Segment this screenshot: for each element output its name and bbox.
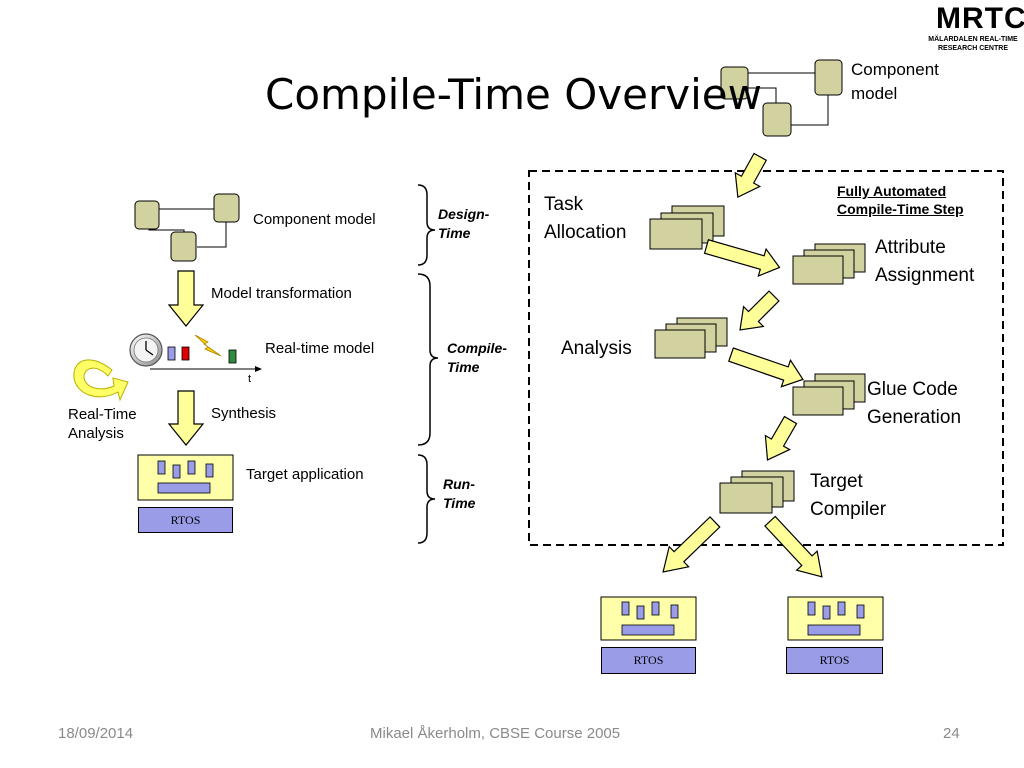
bottom-left-application-graphic: [600, 596, 697, 641]
flow-arrow-compiler-to-app-right: [764, 515, 823, 578]
synthesis-label: Synthesis: [211, 405, 277, 422]
bottom-left-rtos-box: RTOS: [601, 647, 696, 674]
task-bar: [167, 346, 176, 361]
flow-arrow-allocation-to-attribute: [703, 239, 781, 277]
label-line: Compile-Time Step: [837, 201, 964, 217]
realtime-model-graphic: [129, 333, 262, 372]
label-line: model: [851, 84, 898, 103]
label-line: Attribute: [875, 237, 946, 258]
time-axis-label: t: [248, 373, 252, 385]
label-line: Task: [544, 194, 584, 215]
logo-subtitle: MÄLARDALEN REAL-TIME RESEARCH CENTRE: [928, 35, 1018, 53]
logo-line-1: MÄLARDALEN REAL-TIME: [928, 36, 1018, 43]
curved-feedback-arrow: [73, 359, 129, 402]
bottom-right-application-graphic: [787, 596, 884, 641]
label-line: Time: [447, 359, 480, 375]
label-line: Compile-: [447, 340, 507, 356]
attribute-assignment-icon: [792, 243, 866, 285]
label-line: Generation: [867, 407, 962, 428]
compile-time-label: Compile- Time: [447, 339, 507, 377]
label-line: Assignment: [875, 265, 975, 286]
right-component-model-label: Component model: [851, 58, 939, 106]
lightning-icon: [194, 334, 222, 357]
left-component-model-label: Component model: [253, 211, 376, 228]
flow-arrow-model-to-allocation: [734, 152, 768, 199]
label-line: Time: [443, 495, 476, 511]
component-box: [814, 59, 843, 96]
automated-region: [528, 170, 1004, 546]
design-time-label: Design- Time: [438, 205, 489, 243]
flow-arrow-gluecode-to-compiler: [764, 415, 798, 461]
label-line: Design-: [438, 206, 490, 222]
analysis-icon: [654, 317, 728, 359]
task-allocation-label: Task Allocation: [544, 191, 626, 247]
component-box: [213, 193, 240, 223]
realtime-model-label: Real-time model: [265, 340, 375, 357]
flow-arrow-compiler-to-app-left: [662, 516, 721, 573]
page-title: Compile-Time Overview: [265, 70, 762, 119]
label-line: Fully Automated: [837, 183, 947, 199]
page-number: 24: [943, 725, 960, 742]
down-arrow-synthesis: [167, 390, 205, 446]
flow-arrow-analysis-to-gluecode: [728, 347, 804, 388]
component-box: [134, 200, 160, 230]
component-box: [720, 66, 749, 100]
label-line: Allocation: [544, 222, 627, 243]
footer-date: 18/09/2014: [58, 725, 134, 742]
target-application-label: Target application: [246, 466, 364, 483]
design-time-brace: [417, 184, 436, 266]
target-compiler-label: Target Compiler: [810, 468, 886, 524]
mrtc-logo: MRTC: [936, 2, 1024, 35]
component-box: [170, 231, 197, 262]
label-line: Glue Code: [867, 379, 958, 400]
left-target-application-graphic: [137, 454, 234, 501]
analysis-label: Analysis: [561, 338, 632, 359]
label-line: Time: [438, 225, 471, 241]
label-line: Target: [810, 471, 863, 492]
label-line: Component: [851, 60, 939, 79]
label-line: Run-: [443, 476, 475, 492]
task-bar: [228, 349, 237, 364]
bottom-right-rtos-box: RTOS: [786, 647, 883, 674]
right-component-model-graphic: [720, 59, 843, 137]
left-rtos-box: RTOS: [138, 507, 233, 533]
down-arrow-transformation: [167, 270, 205, 327]
footer-author: Mikael Åkerholm, CBSE Course 2005: [370, 725, 621, 742]
run-time-brace: [417, 454, 436, 544]
time-axis-arrowhead: [255, 366, 262, 372]
phase-braces: [417, 184, 439, 544]
glue-code-label: Glue Code Generation: [867, 376, 961, 432]
label-line: Real-Time: [68, 406, 137, 423]
run-time-label: Run- Time: [443, 475, 475, 513]
label-line: Analysis: [68, 425, 124, 442]
compile-time-brace: [417, 273, 439, 446]
fully-automated-label: Fully Automated Compile-Time Step: [837, 182, 964, 218]
left-component-model-graphic: [134, 193, 240, 262]
task-allocation-icon: [649, 205, 725, 250]
realtime-analysis-label: Real-Time Analysis: [68, 405, 137, 443]
label-line: Compiler: [810, 499, 887, 520]
flow-arrow-attribute-to-analysis: [739, 290, 780, 331]
task-bar: [181, 346, 190, 361]
step-icons: [649, 205, 866, 514]
attribute-assignment-label: Attribute Assignment: [875, 234, 974, 290]
glue-code-icon: [792, 373, 866, 416]
model-transformation-label: Model transformation: [211, 285, 352, 302]
target-compiler-icon: [719, 470, 795, 514]
component-box: [762, 102, 792, 137]
logo-line-2: RESEARCH CENTRE: [937, 45, 1008, 52]
